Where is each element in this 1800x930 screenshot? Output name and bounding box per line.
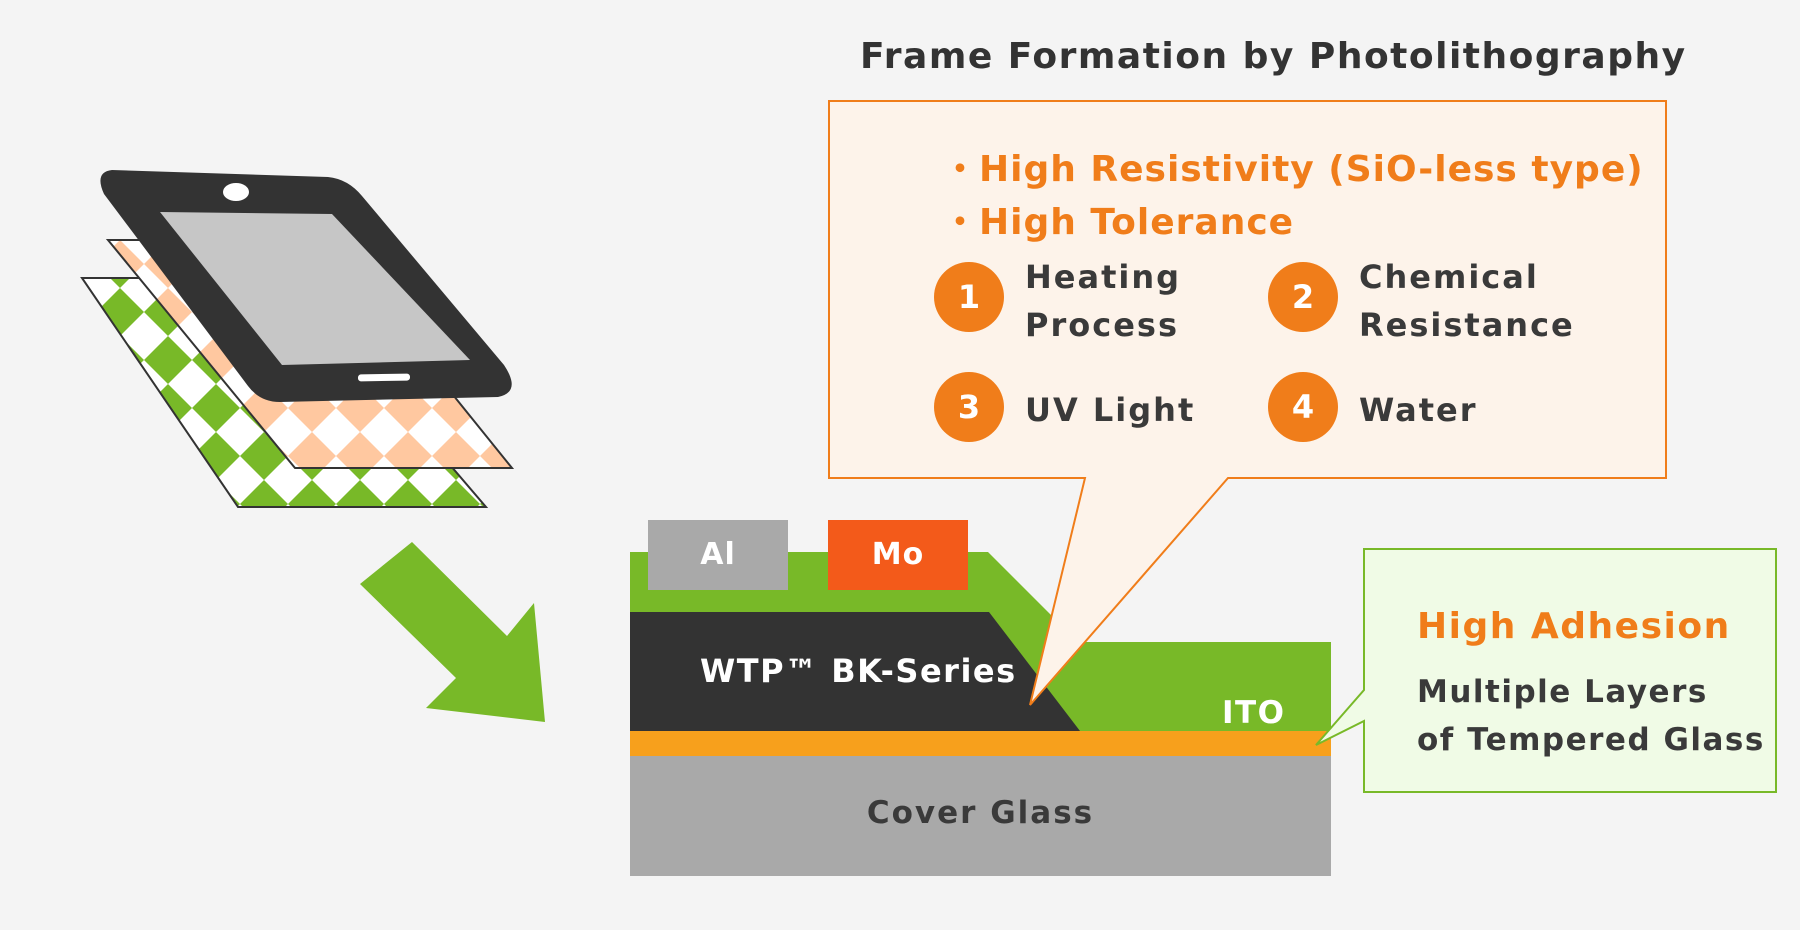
high-adhesion-subtitle: Multiple Layers of Tempered Glass bbox=[1417, 674, 1765, 758]
ito-label: ITO bbox=[1222, 695, 1286, 731]
item-water: Water bbox=[1359, 391, 1478, 429]
bullet-high-tolerance: ・High Tolerance bbox=[942, 202, 1295, 243]
high-adhesion-title: High Adhesion bbox=[1417, 606, 1731, 647]
wtp-bk-series-label: WTP™ BK-Series bbox=[700, 652, 1017, 690]
item-uv-light: UV Light bbox=[1025, 391, 1196, 429]
wtp-bk-layer bbox=[630, 612, 1080, 731]
al-label: Al bbox=[700, 537, 736, 572]
item-heating-process: Heating Process bbox=[1025, 258, 1182, 344]
adhesion-bubble bbox=[1315, 548, 1777, 793]
page-title: Frame Formation by Photolithography bbox=[860, 36, 1687, 77]
layer-stack bbox=[630, 520, 1331, 876]
ito-layer bbox=[630, 731, 1331, 756]
al-electrode bbox=[648, 520, 788, 590]
mo-electrode bbox=[828, 520, 968, 590]
number-badge-4: 4 bbox=[1268, 372, 1338, 442]
number-badge-2: 2 bbox=[1268, 262, 1338, 332]
bullet-high-resistivity: ・High Resistivity (SiO-less type) bbox=[942, 149, 1644, 190]
cover-glass-layer bbox=[630, 750, 1331, 876]
number-badge-1: 1 bbox=[934, 262, 1004, 332]
number-badge-3: 3 bbox=[934, 372, 1004, 442]
item-chemical-resistance: Chemical Resistance bbox=[1359, 258, 1575, 344]
flow-arrow-icon bbox=[360, 542, 545, 722]
mo-label: Mo bbox=[871, 537, 925, 572]
touch-panel-illustration bbox=[80, 170, 515, 508]
cover-glass-label: Cover Glass bbox=[866, 795, 1095, 831]
smartphone-icon bbox=[100, 170, 512, 402]
callout-bubble bbox=[828, 100, 1667, 706]
